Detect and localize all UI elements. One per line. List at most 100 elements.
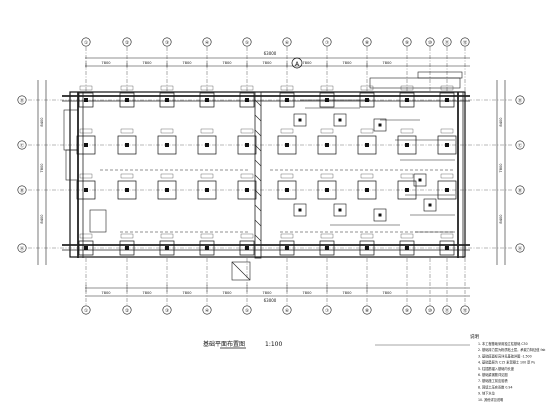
note-line: 9. 地下水位 [478,391,496,396]
column-stub [365,188,369,192]
independent-footing [439,240,455,256]
grid-bubble-top [442,37,452,47]
section-marker: A [295,61,300,68]
grid-bubble-top [402,37,412,47]
independent-footing [197,135,217,155]
column-stub [338,208,342,212]
independent-footing [157,135,177,155]
grid-label-left: Ⓒ [20,142,25,149]
grid-bubble-bottom [322,305,332,315]
footing-tag [200,173,214,179]
note-line: 4. 基础垫层为 C15 素混凝土 100 厚 Pu [478,360,535,365]
independent-footing [399,240,415,256]
bottom-total-dimension: 63000 [264,298,277,303]
grid-label-right: Ⓑ [518,187,523,194]
independent-footing [317,135,337,155]
footing-tag [440,85,454,91]
grid-label-right: Ⓒ [518,142,523,149]
footing-tag [200,128,214,134]
bottom-span-dimension: 7800 [142,291,152,295]
column-stub [125,143,129,147]
column-stub [245,98,249,102]
column-stub [245,188,249,192]
independent-footing [279,240,295,256]
footing-tag [320,173,334,179]
independent-footing [76,180,96,200]
independent-footing [237,180,257,200]
footing-tag [280,128,294,134]
grid-bubble-top [202,37,212,47]
column-stub [84,143,88,147]
column-stub [285,98,289,102]
top-span-dimension: 7800 [222,61,232,65]
independent-footing [197,180,217,200]
independent-footing [239,240,255,256]
column-stub [205,188,209,192]
column-stub [285,188,289,192]
footing-tag [400,85,414,91]
independent-footing [119,240,135,256]
grid-label-top: ⑨ [405,40,409,46]
grid-bubble-left [17,243,27,253]
column-stub [298,118,302,122]
grid-bubble-bottom [81,305,91,315]
grid-bubble-bottom [202,305,212,315]
column-stub [338,118,342,122]
footing-tag [360,128,374,134]
grid-bubble-bottom [362,305,372,315]
footing-tag [400,128,414,134]
grid-bubble-bottom [402,305,412,315]
grid-label-bottom: ⑫ [463,307,468,314]
left-span-dimension: 7800 [40,163,44,173]
column-stub [405,98,409,102]
independent-footing [397,135,417,155]
column-stub [378,213,382,217]
grid-label-bottom: ② [125,308,129,314]
column-stub [165,98,169,102]
bottom-span-dimension: 7800 [302,291,312,295]
top-span-dimension: 7800 [262,61,272,65]
grid-bubble-top [425,37,435,47]
independent-footing [439,92,455,108]
footing-tag [360,85,374,91]
footing-tag [360,233,374,239]
footing-tag [400,233,414,239]
footing-extra [333,203,347,217]
independent-footing [279,92,295,108]
column-stub [84,188,88,192]
footing-extra [423,198,437,212]
independent-footing [437,180,457,200]
grid-bubble-right [515,243,525,253]
footing-tag [160,128,174,134]
bottom-span-dimension: 7800 [262,291,272,295]
right-span-dimension: 7800 [499,163,503,173]
grid-bubble-left [17,185,27,195]
footing-tag [120,85,134,91]
column-stub [378,123,382,127]
grid-bubble-top [322,37,332,47]
notes-heading: 说明 [470,333,479,340]
grid-bubble-top [282,37,292,47]
grid-label-top: ⑤ [245,40,249,46]
grid-label-bottom: ⑪ [445,307,450,314]
independent-footing [199,240,215,256]
column-stub [325,98,329,102]
grid-bubble-top [122,37,132,47]
grid-label-top: ② [125,40,129,46]
footing-tag [120,173,134,179]
note-line: 7. 基础施工前应验槽 [478,378,508,383]
footing-tag [160,85,174,91]
footing-tag [280,233,294,239]
grid-label-top: ⑥ [285,40,289,46]
footing-tag [160,173,174,179]
grid-bubble-bottom [122,305,132,315]
column-stub [245,143,249,147]
top-span-dimension: 7800 [382,61,392,65]
grid-bubble-bottom [442,305,452,315]
independent-footing [399,92,415,108]
footing-extra [413,173,427,187]
grid-bubble-bottom [282,305,292,315]
column-stub [428,203,432,207]
footing-tag [240,128,254,134]
grid-bubble-top [242,37,252,47]
